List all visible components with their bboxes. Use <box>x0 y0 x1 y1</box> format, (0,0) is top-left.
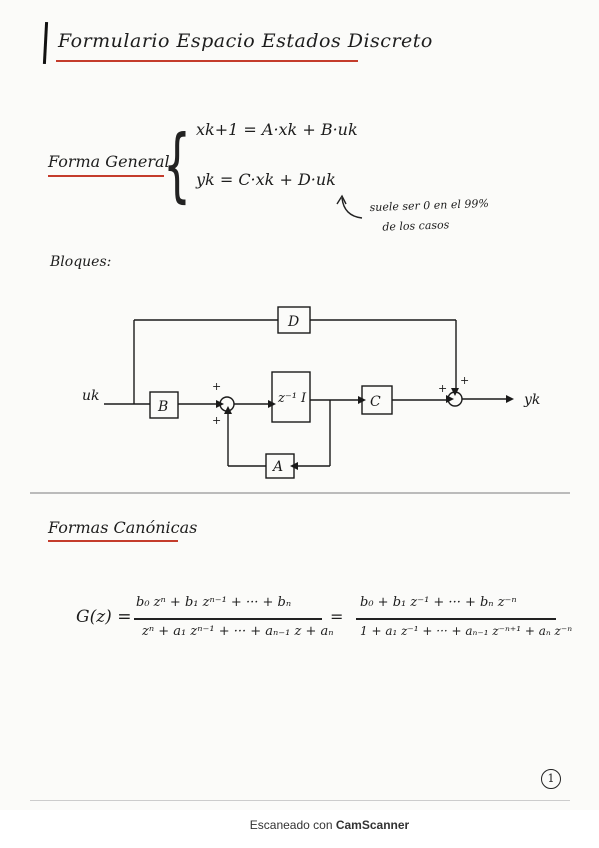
watermark-prefix: Escaneado con <box>249 818 333 832</box>
sum2-plus-left: + <box>438 382 447 395</box>
block-a-label: A <box>271 459 283 475</box>
tf-denominator-negative: 1 + a₁ z⁻¹ + ··· + aₙ₋₁ z⁻ⁿ⁺¹ + aₙ z⁻ⁿ <box>360 624 573 638</box>
equals-sign: = <box>330 607 344 626</box>
output-equation: yk = C·xk + D·uk <box>196 170 336 189</box>
page-bottom-edge <box>30 800 570 801</box>
transfer-function-label: G(z) = <box>76 607 132 627</box>
output-label: yk <box>523 392 540 408</box>
fraction-line <box>356 618 556 620</box>
scanned-page: Formulario Espacio Estados Discreto Form… <box>30 21 573 801</box>
block-b-label: B <box>157 399 168 415</box>
sum1-plus-top: + <box>212 380 221 393</box>
arrow-icon <box>216 400 224 408</box>
brace-icon: { <box>163 118 191 211</box>
tf-numerator-positive: b₀ zⁿ + b₁ zⁿ⁻¹ + ··· + bₙ <box>136 595 292 610</box>
block-c-label: C <box>370 394 381 410</box>
forma-general-label: Forma General <box>48 152 170 171</box>
bloques-label: Bloques: <box>50 254 112 270</box>
page-title: Formulario Espacio Estados Discreto <box>58 30 433 52</box>
block-z-label: z⁻¹ I <box>277 391 307 406</box>
arrow-icon <box>358 396 366 404</box>
sum2-plus-top: + <box>460 374 469 387</box>
sum1-plus-bottom: + <box>212 414 221 427</box>
state-equation: xk+1 = A·xk + B·uk <box>196 120 358 139</box>
formas-canonicas-underline <box>48 540 178 542</box>
arrow-icon <box>451 388 459 396</box>
block-d-label: D <box>287 314 299 330</box>
arrow-icon <box>224 406 232 414</box>
arrow-icon <box>446 395 454 403</box>
arrow-icon <box>290 462 298 470</box>
forma-general-underline <box>48 175 164 177</box>
arrow-icon <box>268 400 276 408</box>
page-number: 1 <box>541 769 561 789</box>
title-underline <box>56 60 358 62</box>
fraction-line <box>134 618 322 620</box>
section-divider <box>30 492 570 494</box>
arrow-up-icon <box>336 194 363 219</box>
tf-denominator-positive: zⁿ + a₁ zⁿ⁻¹ + ··· + aₙ₋₁ z + aₙ <box>142 624 334 639</box>
tf-numerator-negative: b₀ + b₁ z⁻¹ + ··· + bₙ z⁻ⁿ <box>360 595 517 610</box>
arrow-icon <box>506 395 514 403</box>
formas-canonicas-label: Formas Canónicas <box>48 518 198 537</box>
scanner-watermark: Escaneado con CamScanner <box>0 818 599 832</box>
block-diagram: uk yk B z⁻¹ I C D A + + + + <box>82 306 540 479</box>
input-label: uk <box>82 388 100 404</box>
watermark-brand: CamScanner <box>335 818 410 832</box>
